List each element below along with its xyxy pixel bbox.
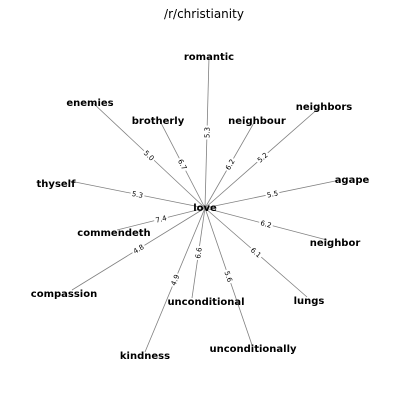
node-label-thyself: thyself — [37, 179, 77, 190]
node-label-enemies: enemies — [66, 98, 113, 109]
edge-weight-background — [152, 212, 169, 225]
edge-weight-background — [201, 125, 212, 140]
edge-weight-background — [167, 271, 182, 289]
edge-weight-neighbour: 6.2 — [222, 155, 237, 173]
edge-weight-background — [258, 217, 275, 230]
edge-weight-background — [222, 155, 237, 173]
edge-weight-text: 6.2 — [259, 219, 272, 230]
node-label-compassion: compassion — [31, 289, 97, 300]
edge-weight-background — [141, 147, 158, 164]
edge-weight-background — [192, 245, 204, 261]
node-label-unconditionally: unconditionally — [209, 344, 297, 355]
edge-weight-neighbor: 6.2 — [258, 217, 275, 230]
edge-weight-background — [129, 241, 147, 257]
edge-weight-unconditional: 6.6 — [192, 245, 204, 261]
edge-weight-background — [248, 244, 265, 261]
node-label-kindness: kindness — [120, 351, 170, 362]
edge-weight-text: 5.3 — [203, 127, 211, 138]
edge-weight-background — [222, 268, 236, 285]
node-label-brotherly: brotherly — [132, 116, 185, 127]
edge-weight-text: 5.3 — [131, 190, 143, 200]
edge-weight-background — [253, 149, 271, 166]
edge-weight-text: 5.5 — [266, 189, 279, 199]
edge-weight-background — [129, 188, 146, 200]
edge-weight-romantic: 5.3 — [201, 125, 212, 140]
edge-weight-text: 6.6 — [194, 246, 204, 259]
edge-weight-unconditionally: 5.6 — [222, 268, 236, 285]
edge-weight-compassion: 4.8 — [129, 241, 147, 257]
edge-weight-text: 7.4 — [155, 214, 168, 225]
nodes-layer: romantic enemies brotherly neighbour neighbo… — [31, 52, 370, 362]
node-label-neighbors: neighbors — [296, 102, 353, 113]
edge-weight-commendeth: 7.4 — [152, 212, 169, 225]
edge-weight-thyself: 5.3 — [129, 188, 146, 200]
edge-weight-background — [175, 155, 191, 173]
node-label-unconditional: unconditional — [167, 297, 244, 308]
edge-weight-text: 5.6 — [222, 270, 233, 284]
edge-weight-background — [264, 187, 281, 200]
edge-weight-brotherly: 6.7 — [175, 155, 191, 173]
center-node-label: love — [193, 203, 217, 214]
node-label-lungs: lungs — [294, 296, 325, 307]
edge-weight-kindness: 4.9 — [167, 271, 182, 289]
node-label-agape: agape — [335, 175, 370, 186]
edge-weight-text: 4.9 — [170, 274, 182, 287]
node-label-neighbour: neighbour — [228, 116, 286, 127]
edge-weight-agape: 5.5 — [264, 187, 281, 200]
graph-title: /r/christianity — [164, 7, 244, 21]
node-label-neighbor: neighbor — [310, 238, 361, 249]
node-label-commendeth: commendeth — [77, 228, 150, 239]
node-label-romantic: romantic — [184, 52, 234, 63]
